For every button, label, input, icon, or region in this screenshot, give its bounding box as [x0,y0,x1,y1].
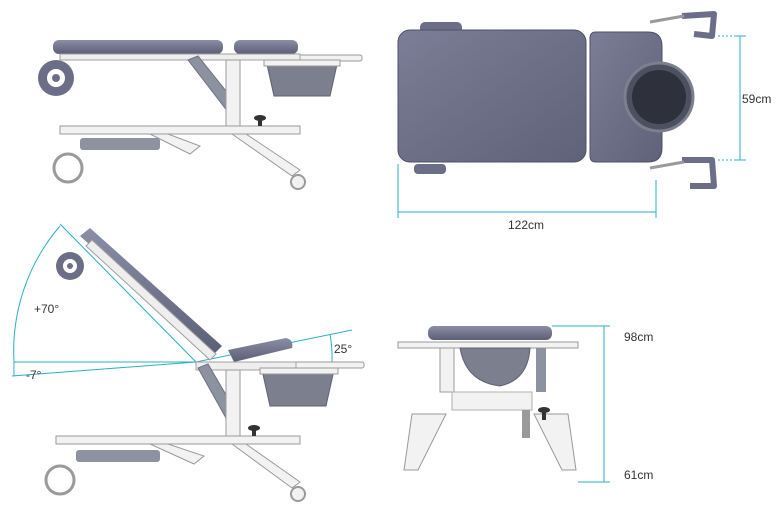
top-back-pad [397,29,587,163]
height-dimension [552,325,610,483]
backrest-up-angle-label: +70° [34,302,60,316]
tilted-seat-pad [228,338,293,362]
height-min-label: 61cm [624,468,654,482]
side-view-tilted [11,223,365,502]
side-view-flat [38,40,363,190]
width-label: 59cm [742,92,772,106]
width-dimension [718,35,746,161]
top-view [397,11,746,218]
leg-angle-label: 25° [334,342,353,356]
wheel-icon [38,60,74,96]
basin [459,347,531,387]
tilted-back-pad [80,228,222,356]
height-max-label: 98cm [624,330,654,344]
adjust-knob-icon [254,115,266,126]
basin-top [623,61,695,133]
caster-wheel [44,464,76,496]
handle-bar-icon [649,11,717,189]
seat-pad [234,40,298,54]
adjust-knob-icon [538,407,550,420]
backrest-down-angle-label: -7° [26,368,42,382]
basin [261,369,335,407]
length-label: 122cm [508,218,545,232]
end-view [397,325,610,483]
adjust-knob-icon [248,425,260,436]
wheel-icon [56,252,84,280]
caster-wheel [52,152,84,184]
end-pad [428,326,552,340]
length-dimension [397,164,657,218]
angle-arcs [11,223,360,377]
back-pad [53,40,223,54]
